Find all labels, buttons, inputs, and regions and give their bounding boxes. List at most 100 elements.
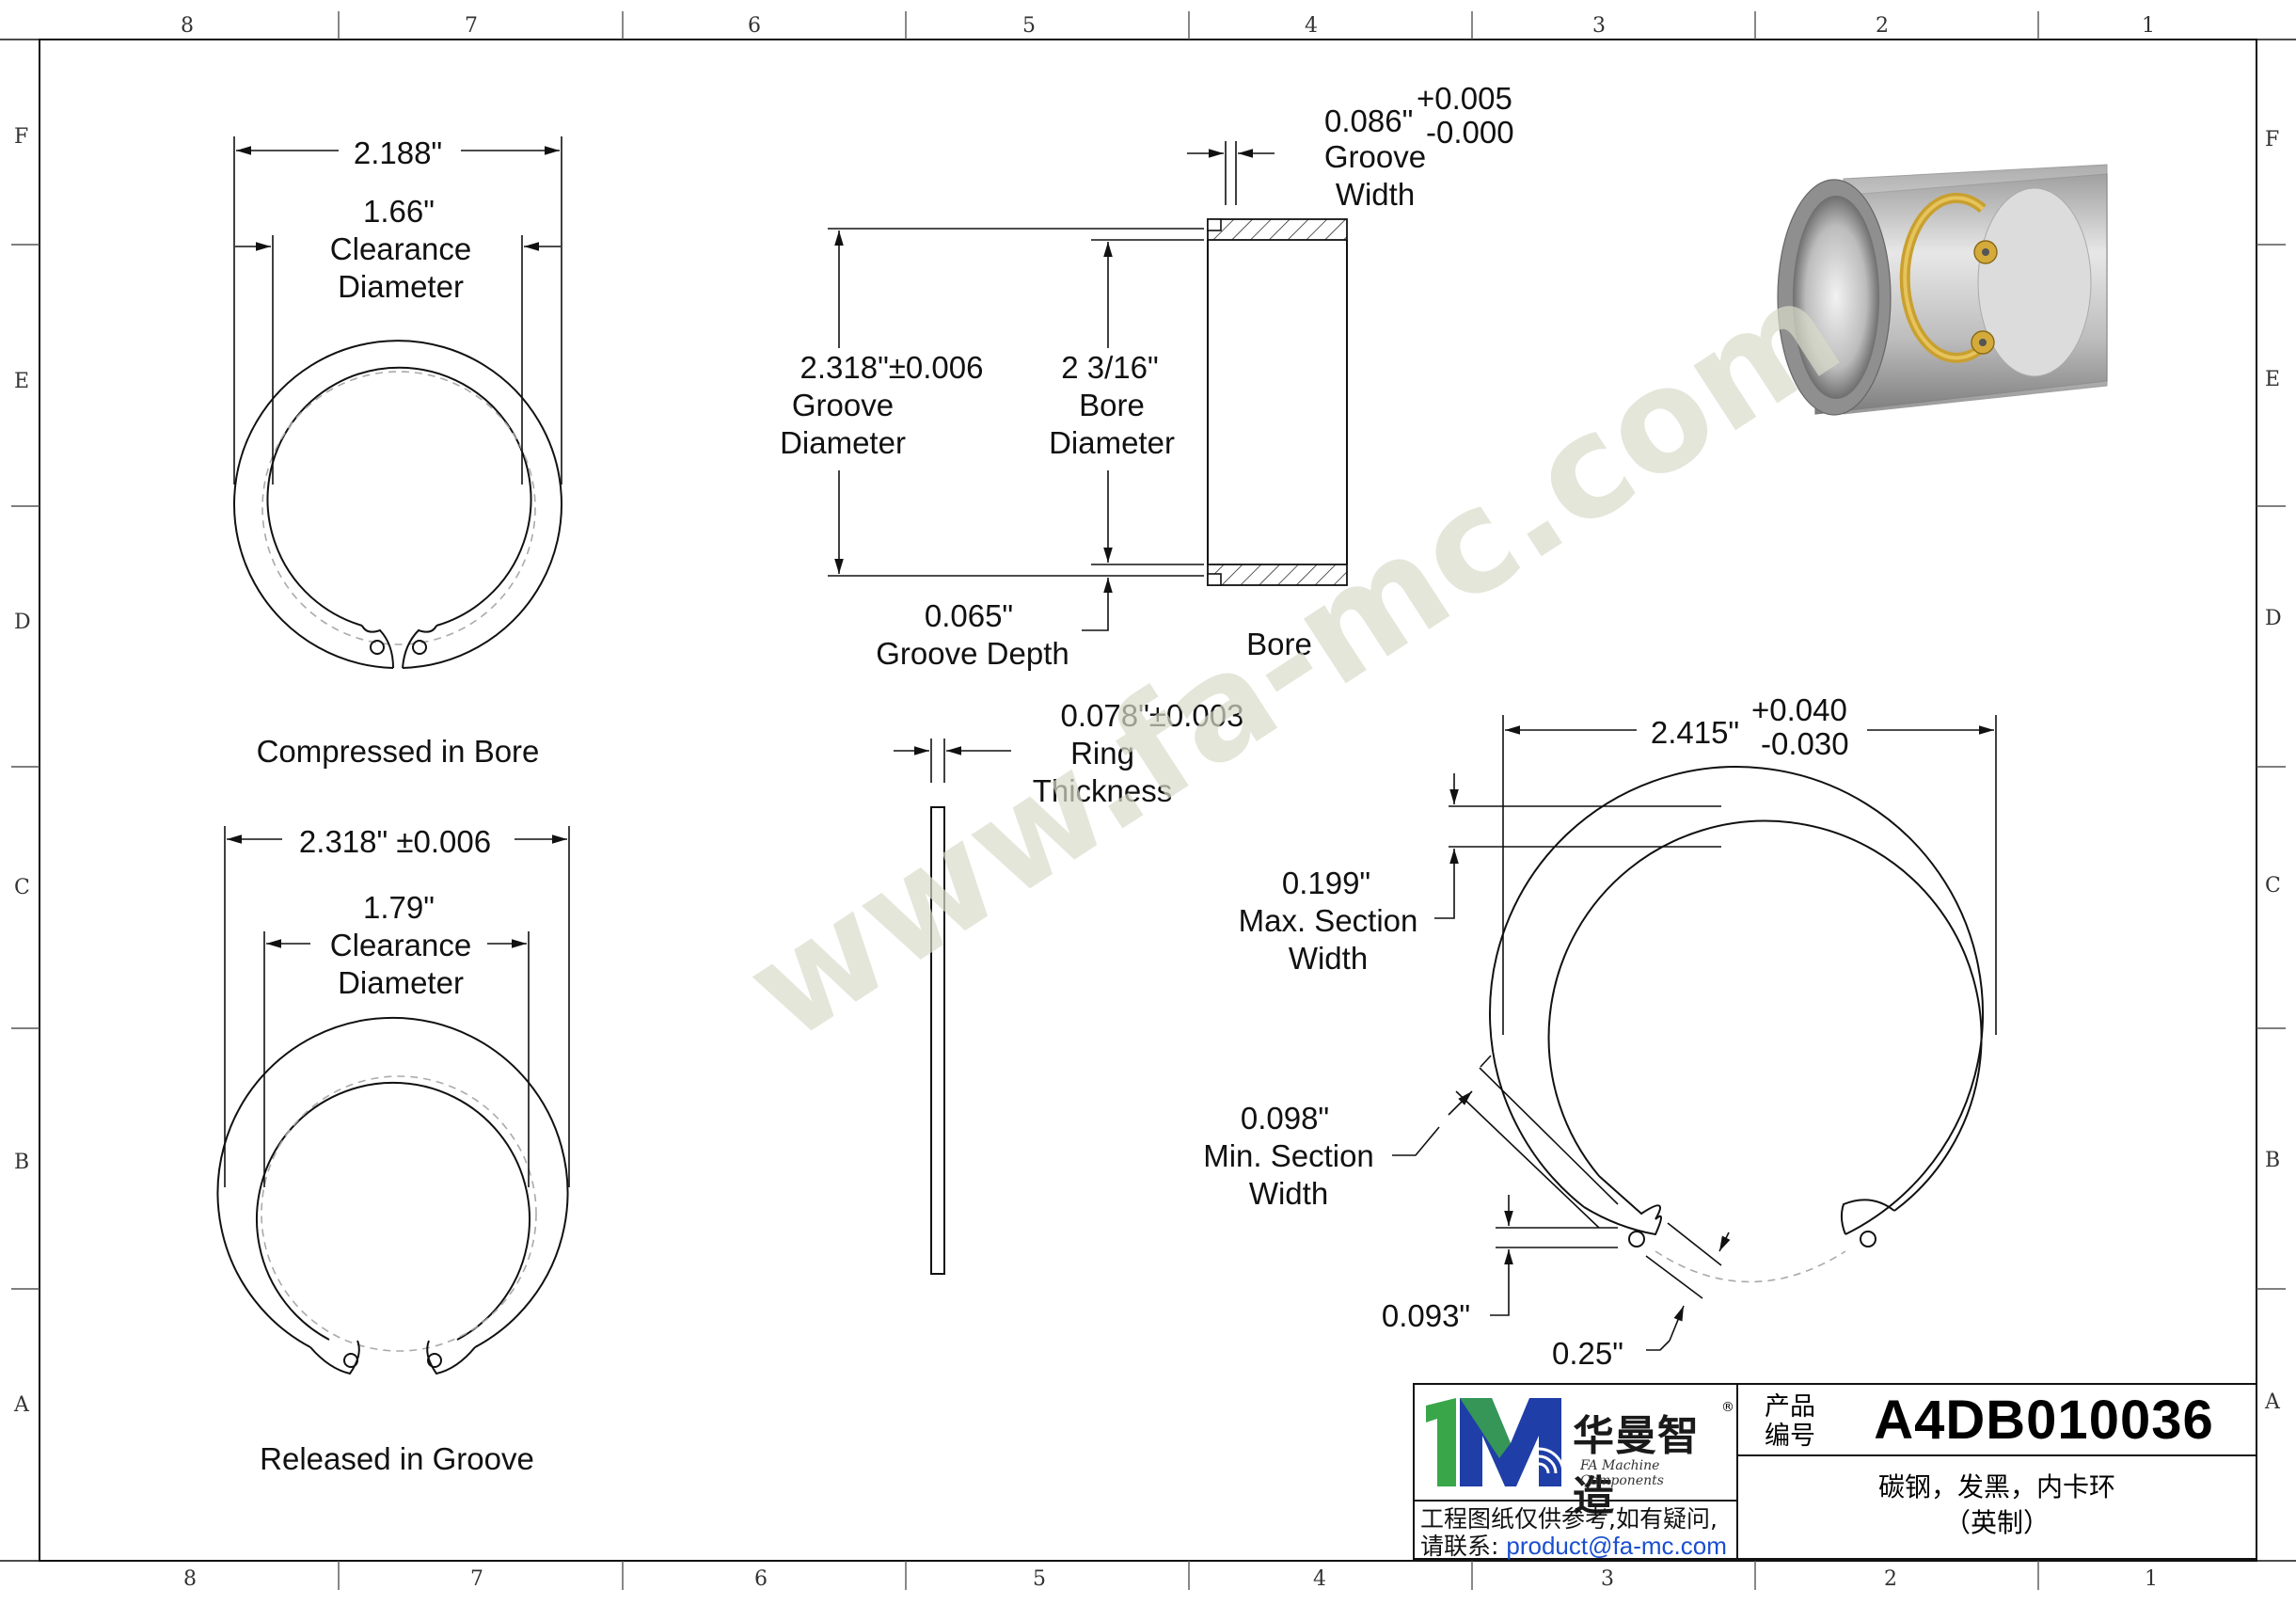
col-label-bottom: 5	[1033, 1567, 1046, 1591]
company-logo-icon	[1426, 1398, 1565, 1486]
thickness-label: Thickness	[1033, 773, 1173, 808]
col-label-top: 7	[465, 14, 478, 38]
col-label-bottom: 7	[470, 1567, 483, 1591]
grid-ticks	[11, 11, 2286, 1590]
min-section-label: Min. Section	[1203, 1138, 1374, 1173]
max-section-label: Width	[1289, 941, 1368, 976]
col-label-bottom: 4	[1313, 1567, 1326, 1591]
released-groove-circle	[261, 1075, 537, 1352]
title-block: 华曼智造 ® FA Machine Components 工程图纸仅供参考,如有…	[1413, 1383, 2257, 1560]
contact-email-link[interactable]: product@fa-mc.com	[1506, 1532, 1727, 1560]
free-ring-outer	[1489, 766, 1984, 1235]
sheet-frame	[0, 39, 2296, 1562]
compressed-clearance-label: Diameter	[338, 269, 464, 304]
groove-diameter-value: 2.318"±0.006	[800, 350, 984, 385]
compressed-bore-circle	[261, 371, 536, 645]
contact-note: 工程图纸仅供参考,如有疑问, 请联系: product@fa-mc.com	[1415, 1502, 1738, 1560]
bore-section-view: 0.086" +0.005 -0.000 Groove Width 2.318"…	[780, 81, 1514, 671]
groove-width-label: Groove	[1324, 139, 1426, 174]
row-label-left: D	[14, 611, 31, 634]
compressed-clearance-value: 1.66"	[363, 194, 435, 229]
col-label-bottom: 1	[2145, 1567, 2158, 1591]
part-number-label-line: 编号	[1765, 1422, 1815, 1451]
thickness-label: Ring	[1070, 736, 1134, 771]
released-clearance-label: Diameter	[338, 965, 464, 1000]
free-diameter-value: 2.415"	[1651, 715, 1739, 750]
part-description-line: （英制）	[1943, 1507, 2050, 1538]
col-label-top: 5	[1022, 14, 1036, 38]
released-ring-view: 2.318" ±0.006 1.79" Clearance Diameter R…	[216, 824, 570, 1476]
brand-subtitle: FA Machine Components	[1580, 1458, 1664, 1488]
col-label-top: 8	[181, 14, 194, 38]
free-diameter-tol-minus: -0.030	[1761, 726, 1849, 761]
compressed-ring-inner	[266, 366, 532, 627]
row-label-left: B	[14, 1151, 29, 1174]
col-label-top: 2	[1876, 14, 1889, 38]
released-ring-outer	[216, 1016, 569, 1348]
compressed-ring-outer	[233, 340, 562, 669]
bore-diameter-label: Bore	[1079, 388, 1145, 422]
part-description: 碳钢，发黑，内卡环 （英制）	[1738, 1456, 2256, 1558]
bore-diameter-label: Diameter	[1049, 425, 1175, 460]
part-description-line: 碳钢，发黑，内卡环	[1877, 1471, 2115, 1502]
thickness-value: 0.078"±0.003	[1061, 698, 1244, 733]
row-label-left: E	[14, 370, 29, 393]
thickness-view: 0.078"±0.003 Ring Thickness	[894, 698, 1244, 1275]
row-label-right: B	[2265, 1149, 2280, 1172]
brand-name: 华曼智造	[1573, 1412, 1700, 1520]
compressed-caption: Compressed in Bore	[257, 734, 540, 769]
min-section-label: Width	[1249, 1176, 1328, 1211]
lug-hole-value: 0.093"	[1382, 1298, 1470, 1333]
free-ring-view: 2.415" +0.040 -0.030 0.199" Max. Section…	[1203, 692, 1997, 1371]
min-section-value: 0.098"	[1241, 1101, 1329, 1136]
released-outer-dim: 2.318" ±0.006	[299, 824, 491, 859]
col-label-bottom: 8	[183, 1567, 197, 1591]
released-caption: Released in Groove	[260, 1441, 534, 1476]
contact-note-line: 工程图纸仅供参考,如有疑问,	[1420, 1505, 1718, 1533]
compressed-ring-view: 2.188" 1.66" Clearance Diameter Compress…	[233, 135, 562, 769]
max-section-value: 0.199"	[1282, 866, 1370, 900]
bore-diameter-value: 2 3/16"	[1061, 350, 1158, 385]
groove-width-tol-plus: +0.005	[1417, 81, 1512, 116]
row-label-left: C	[14, 876, 30, 899]
compressed-outer-dim: 2.188"	[354, 135, 442, 170]
col-label-bottom: 3	[1601, 1567, 1614, 1591]
groove-width-label: Width	[1336, 177, 1415, 212]
released-clearance-label: Clearance	[330, 928, 471, 962]
groove-diameter-label: Diameter	[780, 425, 906, 460]
compressed-clearance-label: Clearance	[330, 231, 471, 266]
row-label-left: F	[14, 125, 28, 149]
grid-labels: 8 7 6 5 4 3 2 1 8 7 6 5 4 3 2 1 F E D C …	[13, 14, 2282, 1591]
row-label-right: F	[2265, 128, 2279, 151]
bore-caption: Bore	[1246, 627, 1312, 661]
col-label-top: 6	[748, 14, 761, 38]
contact-note-label: 请联系:	[1420, 1533, 1499, 1560]
max-section-label: Max. Section	[1239, 903, 1418, 938]
row-label-right: E	[2265, 368, 2280, 391]
groove-depth-value: 0.065"	[925, 598, 1013, 633]
part-number: A4DB010036	[1832, 1385, 2256, 1456]
part-number-label-line: 产品	[1765, 1392, 1815, 1422]
groove-width-value: 0.086"	[1324, 103, 1413, 138]
free-ring-inner	[1547, 819, 1983, 1212]
row-label-right: D	[2265, 607, 2282, 630]
row-label-right: A	[2264, 1390, 2281, 1414]
registered-mark-icon: ®	[1721, 1400, 1734, 1415]
col-label-bottom: 6	[754, 1567, 768, 1591]
col-label-top: 4	[1305, 14, 1318, 38]
col-label-top: 1	[2142, 14, 2155, 38]
free-diameter-tol-plus: +0.040	[1751, 692, 1847, 727]
row-label-right: C	[2265, 874, 2281, 898]
gap-value: 0.25"	[1552, 1336, 1623, 1371]
bore-ring-3d-illustration	[1777, 164, 2108, 416]
groove-depth-label: Groove Depth	[876, 636, 1069, 671]
released-ring-inner	[256, 1082, 530, 1341]
groove-width-tol-minus: -0.000	[1426, 115, 1514, 150]
col-label-top: 3	[1592, 14, 1606, 38]
row-label-left: A	[13, 1393, 30, 1417]
col-label-bottom: 2	[1884, 1567, 1897, 1591]
released-clearance-value: 1.79"	[363, 890, 435, 925]
logo-cell: 华曼智造 ® FA Machine Components	[1415, 1385, 1738, 1520]
